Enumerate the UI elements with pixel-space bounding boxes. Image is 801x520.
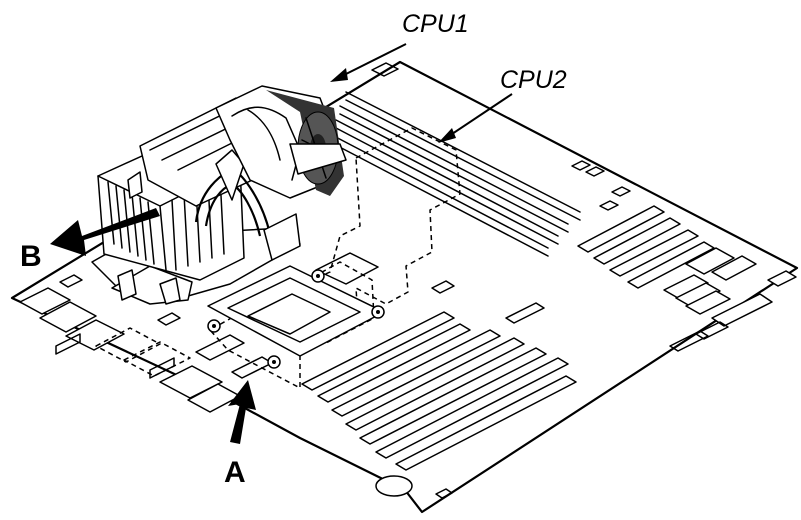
expansion-slots-right [577,205,797,352]
arrow-a [228,380,256,444]
motherboard [10,60,799,514]
memory-slots [329,91,581,257]
cpu2-label: CPU2 [500,66,567,94]
arrow-a-label: A [224,456,246,489]
expansion-slots-bottom [301,311,577,471]
arrow-b-label: B [20,240,42,273]
battery-icon [375,475,413,497]
heatsink-fan-assembly [91,85,347,305]
cpu-socket [207,265,385,369]
rear-io-connectors [19,287,241,413]
cpu2-pointer [438,93,513,143]
cpu1-label: CPU1 [402,10,469,38]
cpu1-pointer [330,43,407,82]
arrow-b [50,208,160,256]
